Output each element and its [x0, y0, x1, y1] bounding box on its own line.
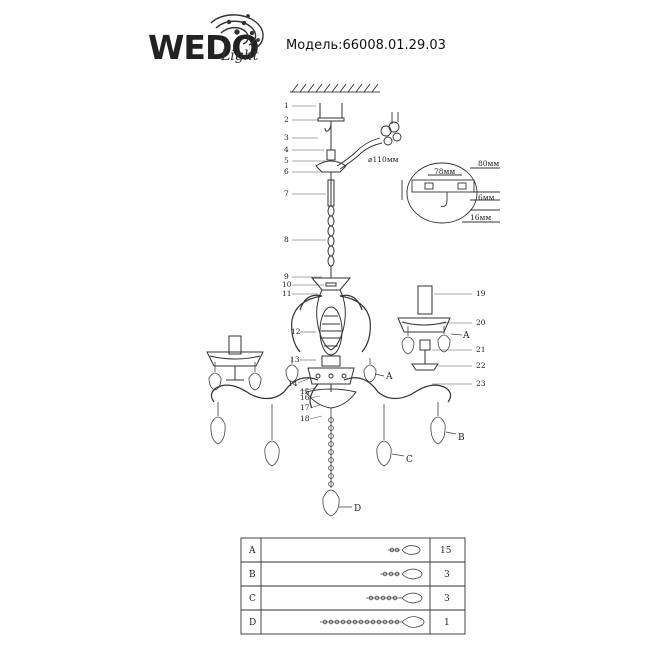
callout-2: 2	[284, 115, 289, 124]
dim-width-b: 78мм	[434, 167, 455, 176]
table-qty-d: 1	[444, 618, 450, 628]
callout-22: 22	[476, 361, 486, 370]
brand-logo-text: WEDO	[148, 28, 259, 67]
callout-6: 6	[284, 167, 289, 176]
left-candle-cup	[206, 335, 264, 381]
lamp-socket	[419, 339, 431, 351]
crystal-letters: A A B C D	[354, 331, 470, 514]
crystal-a-icon	[388, 545, 421, 555]
callout-11: 11	[282, 289, 292, 298]
table-type-b: B	[249, 570, 256, 580]
crystal-label-a-right: A	[462, 331, 470, 341]
callout-18: 18	[300, 414, 310, 423]
wire-connector-detail	[336, 112, 402, 170]
callout-23: 23	[476, 379, 486, 388]
crystal-pendants	[208, 326, 463, 517]
logo-swirl-icon	[210, 14, 264, 49]
callout-16: 16	[300, 393, 310, 402]
chandelier-body	[305, 103, 357, 409]
callout-4: 4	[284, 145, 289, 154]
dim-width-a: 80мм	[478, 159, 499, 168]
crystal-table	[240, 537, 466, 635]
callout-20: 20	[476, 318, 486, 327]
callout-17: 17	[300, 403, 310, 412]
callout-1: 1	[284, 101, 289, 110]
table-type-d: D	[249, 618, 256, 628]
callout-5: 5	[284, 156, 289, 165]
callout-9: 9	[284, 272, 289, 281]
crystal-d-icon	[320, 616, 425, 628]
crystal-label-b: B	[458, 433, 465, 443]
crystal-label-c: C	[406, 455, 413, 465]
crystal-table-icons	[320, 545, 425, 628]
callout-7: 7	[284, 189, 289, 198]
central-column	[319, 306, 343, 356]
callout-3: 3	[284, 133, 289, 142]
callout-15: 15	[300, 387, 310, 396]
table-type-a: A	[248, 546, 256, 556]
ceiling-hatch	[290, 83, 380, 93]
callout-21: 21	[476, 345, 486, 354]
callout-leaders	[292, 105, 472, 420]
dimension-labels: ⌀110мм 80мм 78мм 6мм 16мм	[368, 155, 499, 222]
table-type-c: C	[249, 594, 256, 604]
callout-12: 12	[291, 327, 301, 336]
brand-logo-subtext: Light	[221, 48, 259, 64]
left-arm	[210, 377, 319, 403]
right-candle	[417, 285, 433, 315]
table-qty-c: 3	[444, 594, 450, 604]
dim-height-b: 16мм	[470, 213, 491, 222]
model-prefix: Модель:	[286, 38, 343, 53]
crystal-table-text: A B C D 15 3 3 1	[248, 546, 452, 628]
crystal-c-icon	[366, 592, 423, 604]
dim-height-a: 6мм	[478, 193, 495, 202]
crystal-label-d: D	[354, 504, 361, 514]
callout-8: 8	[284, 235, 289, 244]
left-candle	[228, 335, 242, 355]
callout-numbers: 1 2 3 4 5 6 7 8 9 10 11 12 13 14 15 16 1…	[282, 101, 486, 423]
callout-14: 14	[288, 379, 298, 388]
model-label: Модель:66008.01.29.03	[286, 38, 446, 53]
chandelier-arms	[210, 294, 452, 409]
right-arm	[343, 377, 452, 403]
dim-diameter: ⌀110мм	[368, 155, 399, 164]
callout-10: 10	[282, 280, 292, 289]
ceiling-hook-icon	[324, 122, 332, 132]
right-candle-cup	[397, 285, 451, 371]
crystal-label-a-center: A	[385, 372, 393, 382]
callout-19: 19	[476, 289, 486, 298]
table-qty-a: 15	[440, 546, 452, 556]
model-code: 66008.01.29.03	[342, 38, 446, 53]
bracket-detail	[401, 162, 500, 224]
arm-hub	[307, 367, 355, 385]
table-qty-b: 3	[444, 570, 450, 580]
crystal-b-icon	[380, 568, 423, 580]
ceiling-cup	[315, 160, 347, 173]
mounting-plate	[317, 117, 345, 122]
callout-13: 13	[290, 355, 300, 364]
